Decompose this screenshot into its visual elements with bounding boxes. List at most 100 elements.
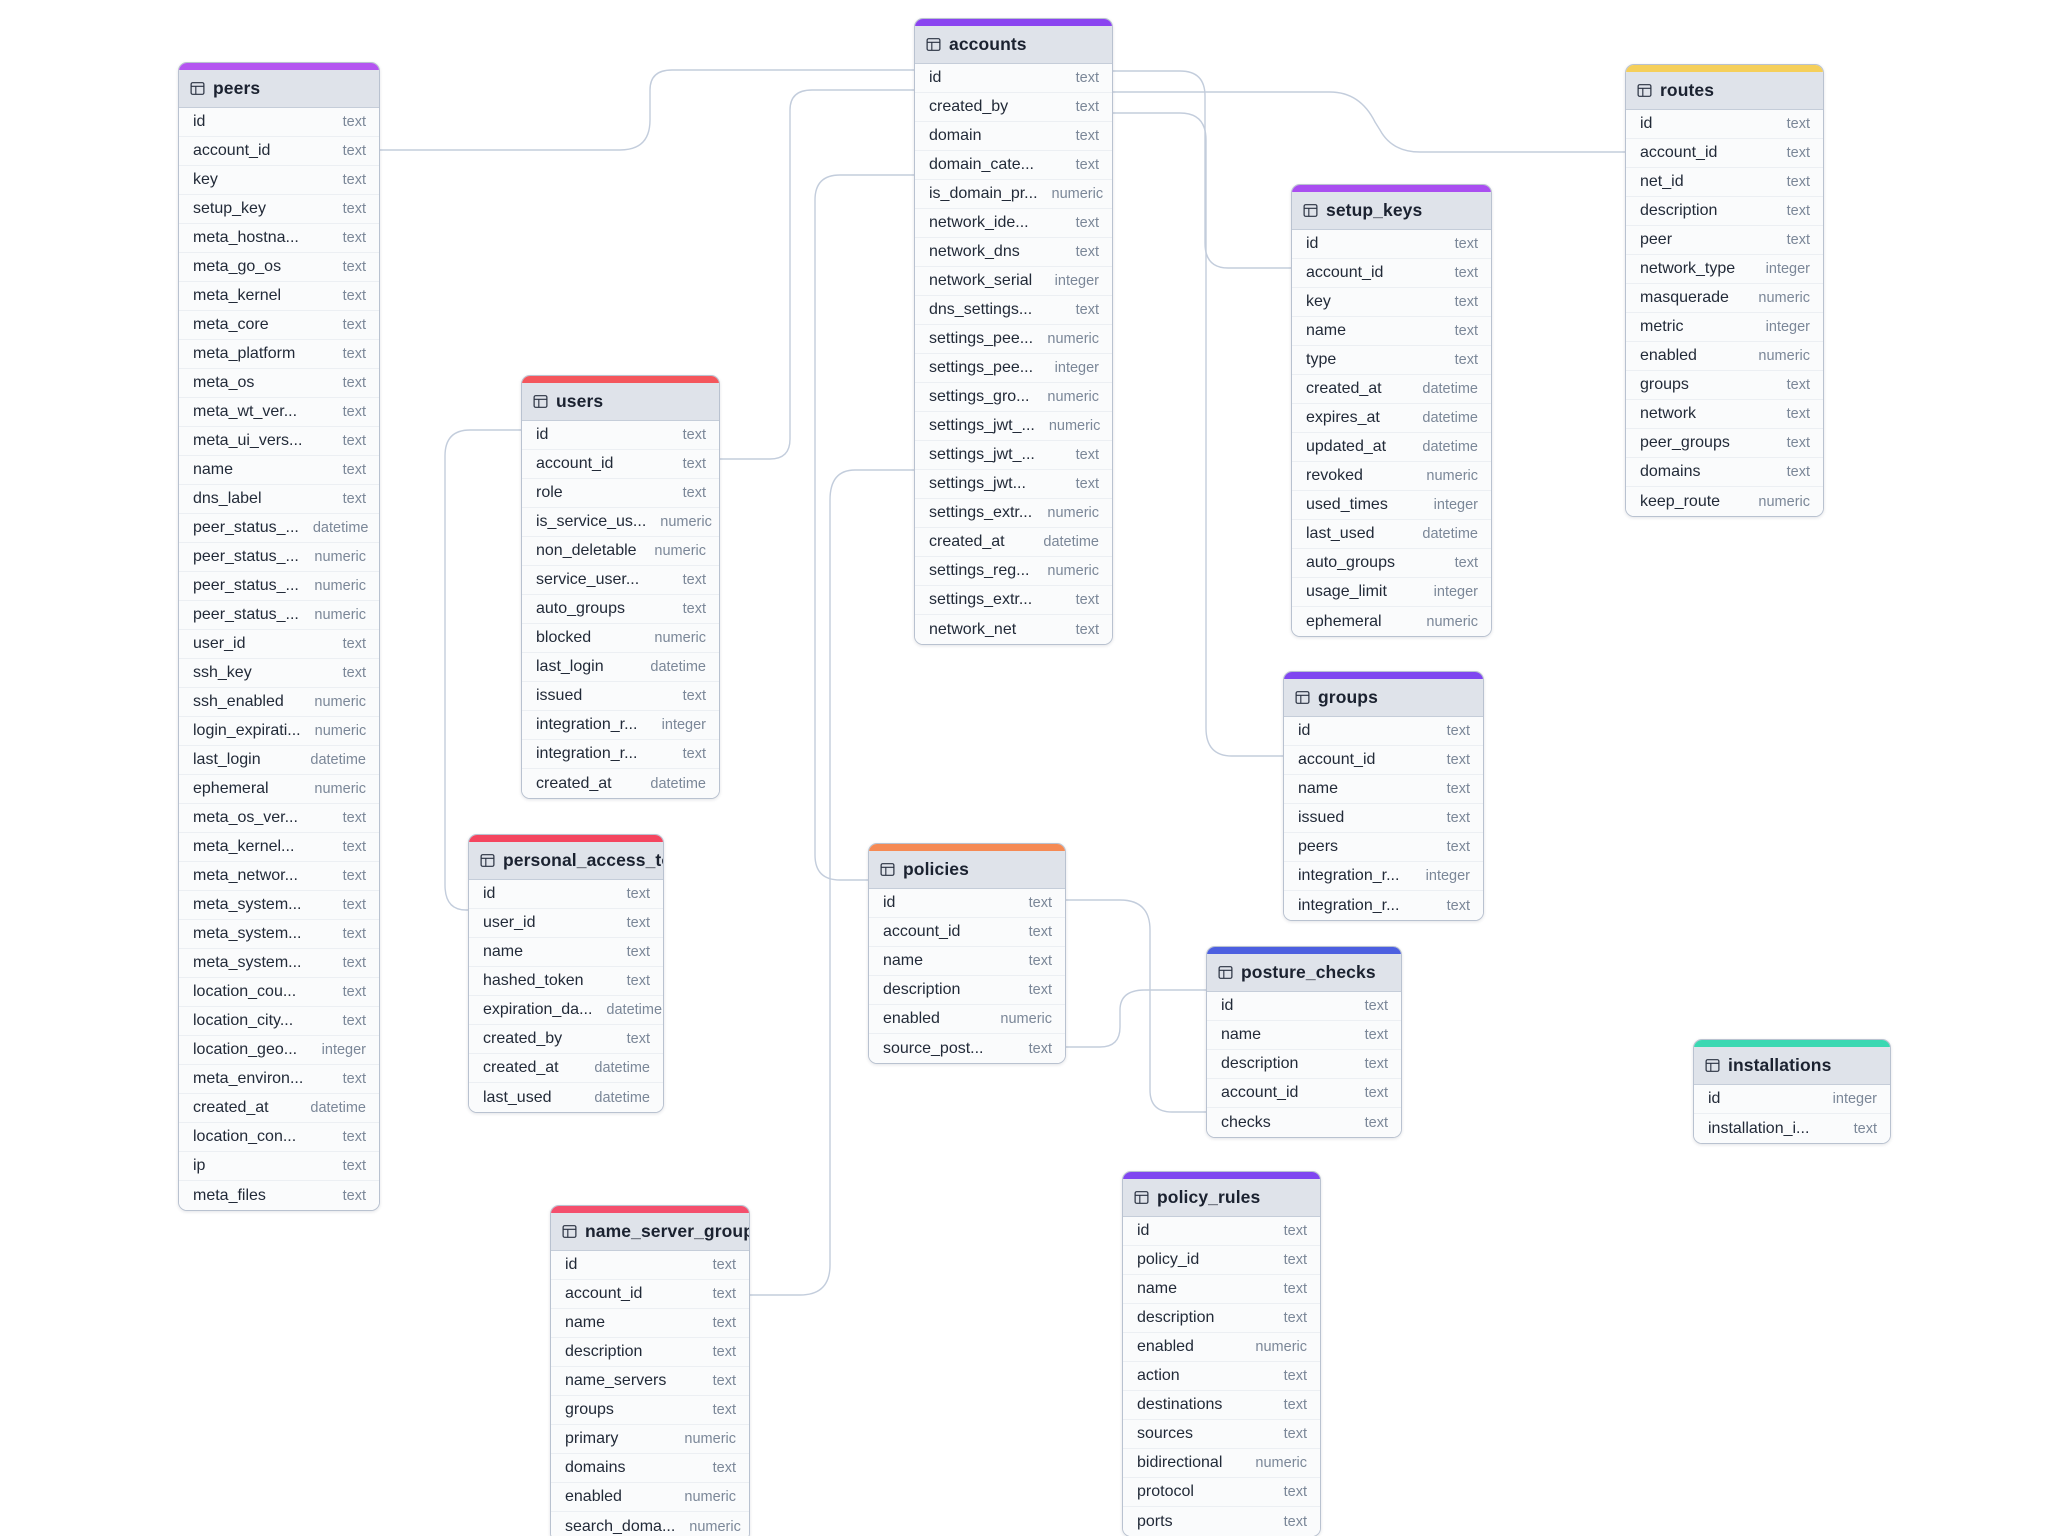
table-header-name_server_groups[interactable]: name_server_groups	[551, 1213, 749, 1251]
table-row[interactable]: settings_jwt_...numeric	[915, 412, 1112, 441]
table-row[interactable]: settings_gro...numeric	[915, 383, 1112, 412]
table-row[interactable]: is_domain_pr...numeric	[915, 180, 1112, 209]
table-header-routes[interactable]: routes	[1626, 72, 1823, 110]
table-row[interactable]: service_user...text	[522, 566, 719, 595]
table-row[interactable]: meta_environ...text	[179, 1065, 379, 1094]
table-header-groups[interactable]: groups	[1284, 679, 1483, 717]
table-row[interactable]: integration_r...text	[522, 740, 719, 769]
table-row[interactable]: settings_jwt_...text	[915, 441, 1112, 470]
table-row[interactable]: integration_r...integer	[522, 711, 719, 740]
table-header-posture_checks[interactable]: posture_checks	[1207, 954, 1401, 992]
table-row[interactable]: settings_extr...numeric	[915, 499, 1112, 528]
table-header-policy_rules[interactable]: policy_rules	[1123, 1179, 1320, 1217]
table-header-peers[interactable]: peers	[179, 70, 379, 108]
table-card-personal_access_tokens[interactable]: personal_access_tokensidtextuser_idtextn…	[468, 834, 664, 1113]
table-row[interactable]: settings_jwt...text	[915, 470, 1112, 499]
table-row[interactable]: is_service_us...numeric	[522, 508, 719, 537]
table-header-users[interactable]: users	[522, 383, 719, 421]
table-row[interactable]: settings_pee...integer	[915, 354, 1112, 383]
table-row[interactable]: peer_status_...numeric	[179, 601, 379, 630]
table-row[interactable]: settings_extr...text	[915, 586, 1112, 615]
table-header-accounts[interactable]: accounts	[915, 26, 1112, 64]
table-row[interactable]: location_cou...text	[179, 978, 379, 1007]
table-row[interactable]: expiration_da...datetime	[469, 996, 663, 1025]
table-row[interactable]: network_ide...text	[915, 209, 1112, 238]
table-row[interactable]: integration_r...integer	[1284, 862, 1483, 891]
table-row[interactable]: source_post...text	[869, 1034, 1065, 1063]
table-row[interactable]: meta_system...text	[179, 949, 379, 978]
table-header-installations[interactable]: installations	[1694, 1047, 1890, 1085]
table-row[interactable]: location_geo...integer	[179, 1036, 379, 1065]
table-row[interactable]: meta_kernel...text	[179, 833, 379, 862]
